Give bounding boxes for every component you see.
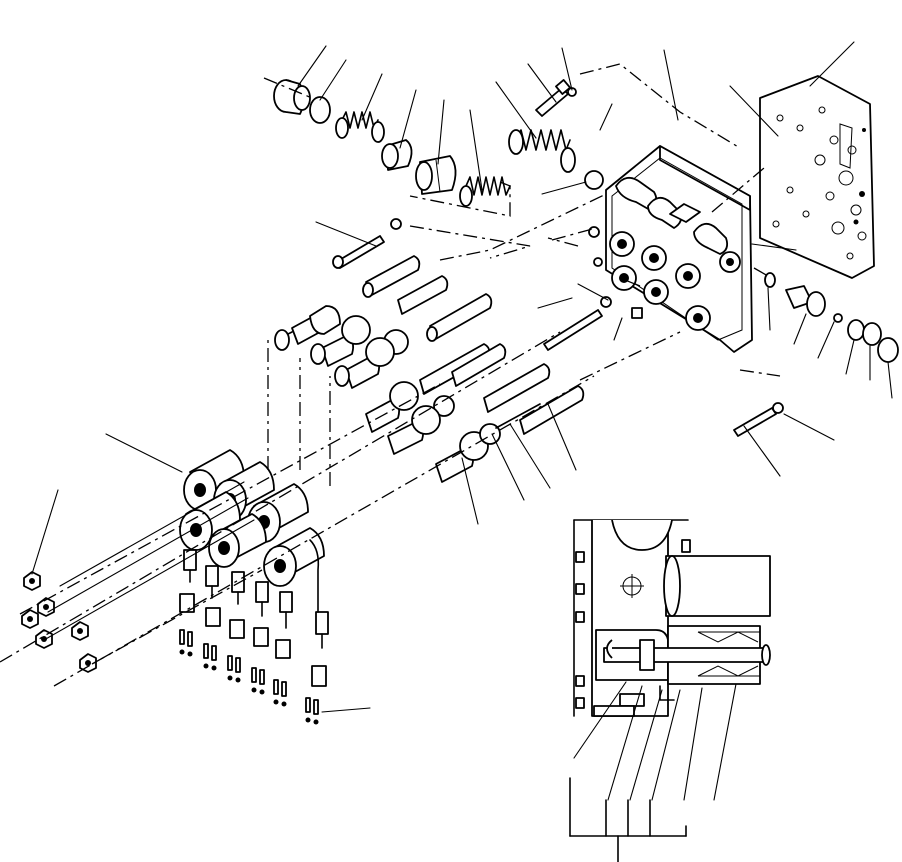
spool-row-1: [362, 255, 493, 342]
plug-top: [273, 79, 311, 115]
right-side-parts: [733, 272, 899, 437]
spool-row-2: [419, 343, 585, 435]
spring-top-small: [335, 111, 385, 143]
bolt-left: [332, 218, 402, 269]
gasket-plate: [759, 75, 875, 279]
solenoid-valve-1: [274, 305, 341, 351]
leader-lines: [31, 41, 893, 713]
o-ring-top: [309, 96, 331, 124]
connectors: [179, 539, 329, 687]
coil-5: [208, 513, 267, 568]
solenoid-valve-5: [387, 405, 441, 455]
inset-detail: [569, 519, 771, 862]
spring-top-long: [459, 176, 511, 207]
assembly-dash-lines: [0, 63, 781, 687]
solenoid-coils: [179, 449, 325, 587]
washer-top: [584, 170, 604, 190]
valve-bores: [609, 231, 741, 331]
nuts-left: [21, 571, 97, 673]
spool-top: [415, 155, 457, 195]
valve-bosses: [615, 176, 729, 255]
coil-3: [179, 491, 241, 551]
bolt-mid: [543, 296, 612, 351]
terminal-pins: [179, 629, 319, 725]
sleeve-top: [381, 139, 413, 171]
bolt-top: [535, 79, 577, 117]
top-parts-row: [273, 79, 604, 207]
solenoid-valve-3: [334, 337, 395, 389]
spring-top-large: [508, 129, 576, 173]
valve-body: [605, 145, 753, 353]
bolt-right: [733, 402, 784, 437]
small-fittings: [588, 226, 643, 319]
spools-and-valves: [274, 218, 643, 483]
plug-right: [877, 337, 899, 363]
check-valve-right: [785, 285, 826, 317]
